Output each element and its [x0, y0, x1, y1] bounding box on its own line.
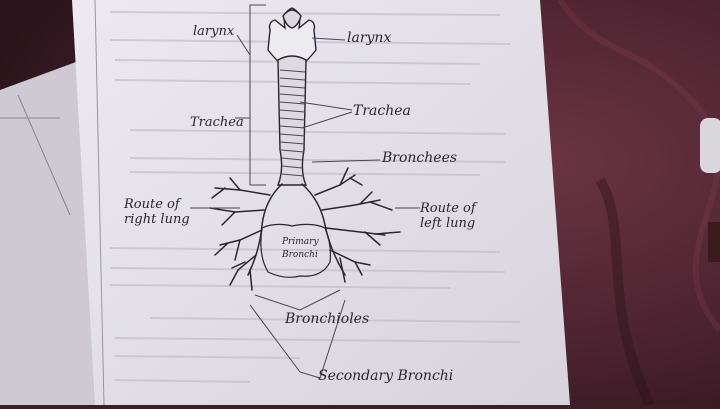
back-sheet-line: [17, 94, 71, 216]
label-route-left-lung: Route of left lung: [420, 201, 476, 231]
bracket-lines: [235, 4, 266, 186]
label-trachea-left: Trachea: [190, 115, 244, 130]
label-trachea-right: Trachea: [353, 103, 411, 119]
cloth-shadow: [595, 177, 655, 408]
bronchial-tree: [209, 167, 401, 291]
label-bronchees: Bronchees: [382, 150, 458, 166]
label-route-right-lung: Route of right lung: [124, 197, 190, 227]
label-secondary-bronchi: Secondary Bronchi: [318, 368, 454, 384]
eraser-object: [700, 118, 720, 173]
label-larynx-left: larynx: [193, 24, 235, 39]
margin-line: [94, 0, 105, 406]
pointer-lines: [190, 37, 420, 379]
label-primary-bronchi: Primary Bronchi: [282, 237, 319, 260]
paper-sheet: [72, 0, 570, 405]
label-larynx-right: larynx: [347, 30, 392, 46]
dark-object: [708, 222, 720, 262]
trachea-drawing: [276, 55, 308, 186]
label-bronchioles: Bronchioles: [285, 311, 370, 327]
